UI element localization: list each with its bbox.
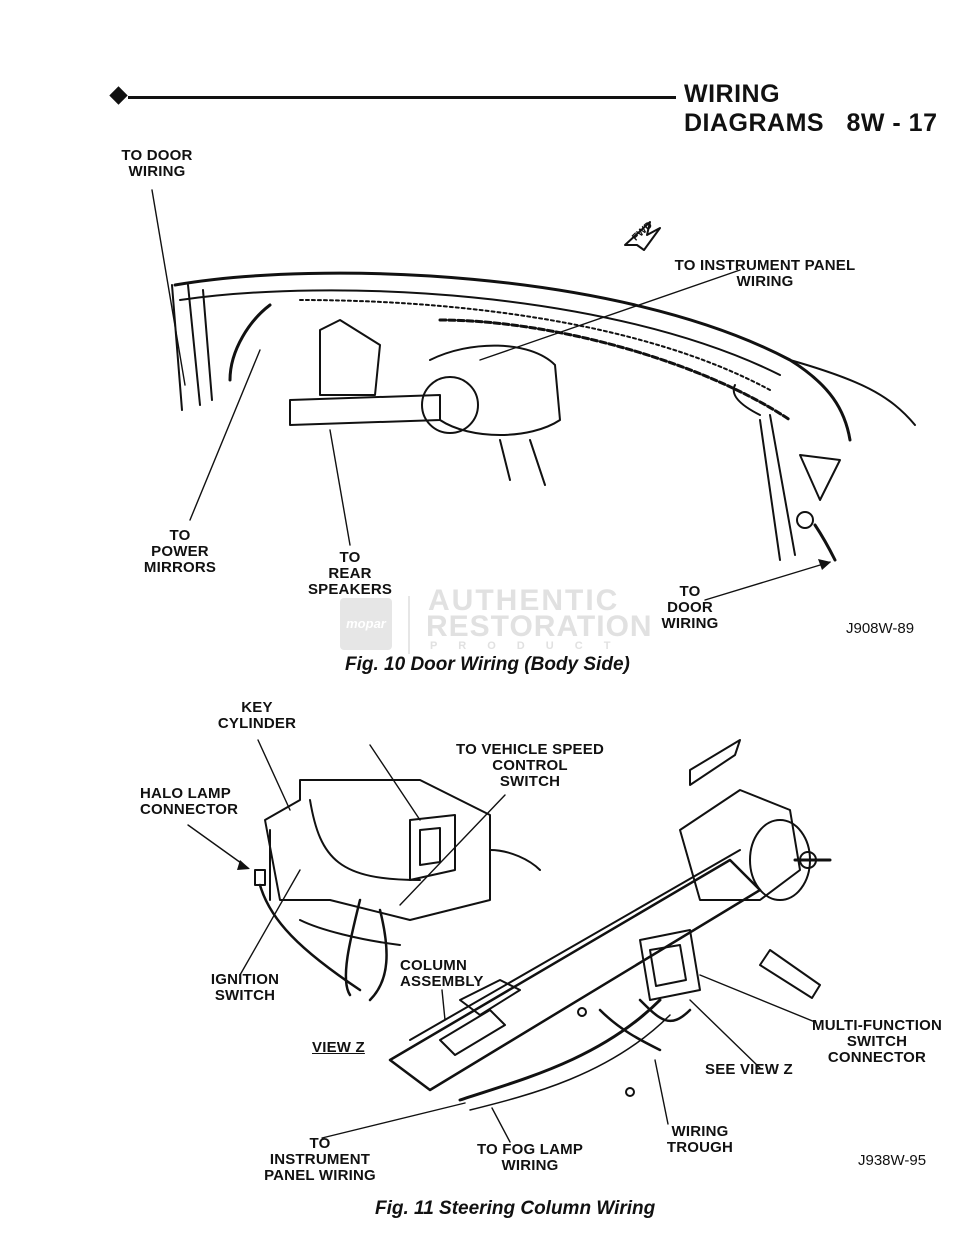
- fig11-id: J938W-95: [858, 1152, 927, 1169]
- label-see-view-z: SEE VIEW Z: [705, 1061, 793, 1078]
- label-view-z: VIEW Z: [312, 1039, 365, 1056]
- header-title: WIRING DIAGRAMS 8W - 17: [684, 80, 938, 137]
- page-number: 8W - 17: [846, 109, 938, 137]
- fig10-caption: Fig. 10 Door Wiring (Body Side): [345, 654, 630, 675]
- fig10-id: J908W-89: [846, 620, 915, 637]
- watermark-line2: RESTORATION: [426, 610, 653, 643]
- watermark-line1: AUTHENTIC: [428, 584, 620, 617]
- watermark-line3: P R O D U C T: [430, 640, 620, 652]
- watermark-divider: [408, 596, 410, 654]
- fig11-caption: Fig. 11 Steering Column Wiring: [375, 1198, 656, 1219]
- header-rule: [128, 96, 676, 99]
- mopar-logo: mopar: [340, 598, 392, 650]
